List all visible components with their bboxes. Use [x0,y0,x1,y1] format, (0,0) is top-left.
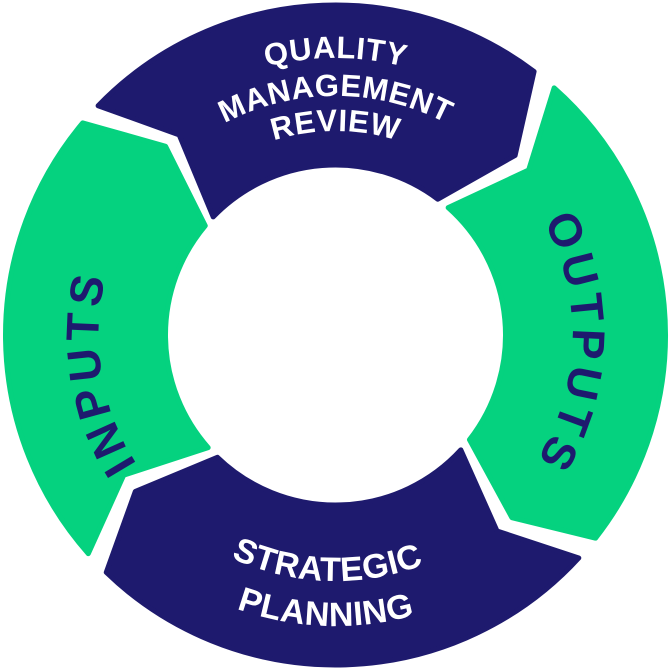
segment-strategic-planning [103,447,582,668]
segment-inputs [3,120,211,557]
segment-outputs [445,85,668,541]
segment-quality-management-review [95,2,537,220]
